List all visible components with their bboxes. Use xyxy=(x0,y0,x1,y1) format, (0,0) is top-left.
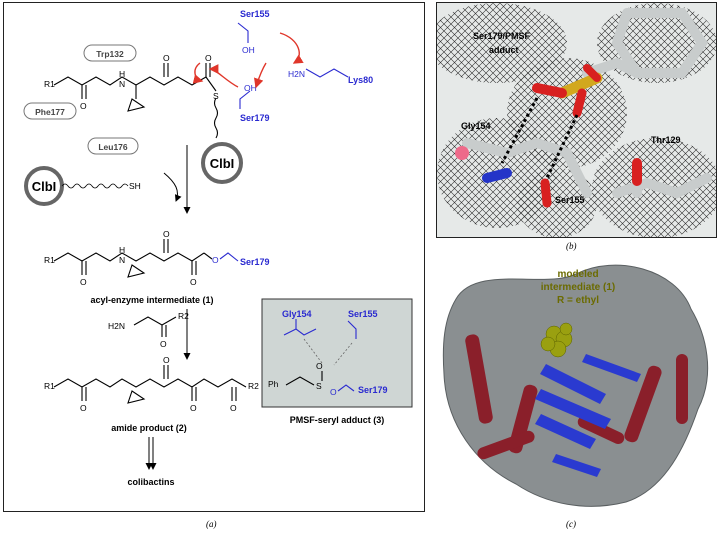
r1-label-amide: R1 xyxy=(44,381,55,391)
oh-label-ser179: OH xyxy=(244,83,257,93)
ser179-label-top: Ser179 xyxy=(240,113,270,123)
h2n-label-lys: H2N xyxy=(288,69,305,79)
oxygen-acyl-1: O xyxy=(80,277,87,287)
nh-h-label: H xyxy=(119,69,125,79)
residue-trp-label: Trp132 xyxy=(96,49,124,59)
alpha-helices xyxy=(465,334,688,460)
clbi-carrier-bead: ClbI xyxy=(201,142,243,184)
intermediate-label: intermediate (1) xyxy=(541,282,615,293)
hbond-lines xyxy=(500,97,579,179)
panel-a-svg: Trp132 Phe177 Leu176 R1 O H N O O S ClbI… xyxy=(23,9,413,487)
panel-c-svg: modeled intermediate (1) R = ethyl xyxy=(442,264,709,507)
residue-phe-label: Phe177 xyxy=(35,107,65,117)
amide-oxygen-1: O xyxy=(80,403,87,413)
amine-reagent xyxy=(133,316,177,337)
residue-pill-trp: Trp132 xyxy=(83,44,137,62)
ser155-label: Ser155 xyxy=(555,195,585,205)
amide-oxygen-4: O xyxy=(230,403,237,413)
ester-oxygen: O xyxy=(212,255,219,265)
lys80-label: Lys80 xyxy=(348,75,373,85)
amide-oxygen-2: O xyxy=(163,355,170,365)
clbi-free-label: ClbI xyxy=(32,179,57,194)
oxygen-acyl-2: O xyxy=(163,229,170,239)
r2-label-reagent: R2 xyxy=(178,311,189,321)
inset-ser179-label: Ser179 xyxy=(358,385,388,395)
acyl-nh-n: N xyxy=(119,255,125,265)
amide-oxygen-3: O xyxy=(190,403,197,413)
ser155-label-top: Ser155 xyxy=(240,9,270,19)
modeled-label: modeled xyxy=(557,269,598,280)
caption-a: (a) xyxy=(206,519,217,529)
panel-c-surface-model: modeled intermediate (1) R = ethyl xyxy=(436,254,717,512)
oxygen-label-2: O xyxy=(163,53,170,63)
amide-product-label: amide product (2) xyxy=(111,423,187,433)
sh-label: SH xyxy=(129,181,141,191)
oxygen-label-3: O xyxy=(205,53,212,63)
inset-oxygen-2: O xyxy=(330,387,337,397)
beta-strands xyxy=(535,354,641,477)
residue-leu-label: Leu176 xyxy=(98,142,128,152)
acyl-nh-h: H xyxy=(119,245,125,255)
mechanism-arrows xyxy=(192,32,304,89)
r-ethyl-label: R = ethyl xyxy=(557,295,599,306)
caption-b: (b) xyxy=(566,241,577,251)
sulfur-label: S xyxy=(213,91,219,101)
inset-ph-label: Ph xyxy=(268,379,279,389)
amine-h2n-label: H2N xyxy=(108,321,125,331)
inset-oxygen-1: O xyxy=(316,361,323,371)
r1-label-top: R1 xyxy=(44,79,55,89)
residue-pill-leu: Leu176 xyxy=(87,137,139,155)
thioester-structure xyxy=(53,63,219,139)
r2-label-amide: R2 xyxy=(248,381,259,391)
panel-b-svg: Ser179/PMSF adduct Thr129 Gly154 Ser155 xyxy=(437,3,716,237)
clbi-sh-released: ClbI SH xyxy=(24,166,141,206)
residue-pill-phe: Phe177 xyxy=(23,102,77,120)
stick-model xyxy=(455,8,712,208)
panel-a-reaction-scheme: Trp132 Phe177 Leu176 R1 O H N O O S ClbI… xyxy=(3,2,425,512)
caption-c: (c) xyxy=(566,519,576,529)
r1-label-acyl: R1 xyxy=(44,255,55,265)
oxygen-label-1: O xyxy=(80,101,87,111)
oxygen-acyl-3: O xyxy=(190,277,197,287)
amide-product-structure xyxy=(53,365,247,404)
nh-n-label: N xyxy=(119,79,125,89)
ser179-acyl-label: Ser179 xyxy=(240,257,270,267)
acyl-enzyme-structure xyxy=(53,239,239,278)
amine-oxygen: O xyxy=(160,339,167,349)
inset-sulfur: S xyxy=(316,381,322,391)
colibactins-label: colibactins xyxy=(127,477,174,487)
modeled-intermediate-spheres xyxy=(540,322,573,358)
clbi-label: ClbI xyxy=(210,156,235,171)
ser179-pmsf-label: Ser179/PMSF xyxy=(473,31,531,41)
adduct-label: adduct xyxy=(489,45,519,55)
gly154-label: Gly154 xyxy=(461,121,491,131)
pmsf-inset: Gly154 Ser155 Ph O S O Ser179 PMSF-seryl… xyxy=(261,298,413,425)
inset-ser155-label: Ser155 xyxy=(348,309,378,319)
inset-gly154-label: Gly154 xyxy=(282,309,312,319)
oh-label-ser155: OH xyxy=(242,45,255,55)
pmsf-adduct-label: PMSF-seryl adduct (3) xyxy=(290,415,385,425)
panel-b-crystal-structure: Ser179/PMSF adduct Thr129 Gly154 Ser155 xyxy=(436,2,717,238)
thr129-label: Thr129 xyxy=(651,135,681,145)
acyl-intermediate-label: acyl-enzyme intermediate (1) xyxy=(90,295,213,305)
